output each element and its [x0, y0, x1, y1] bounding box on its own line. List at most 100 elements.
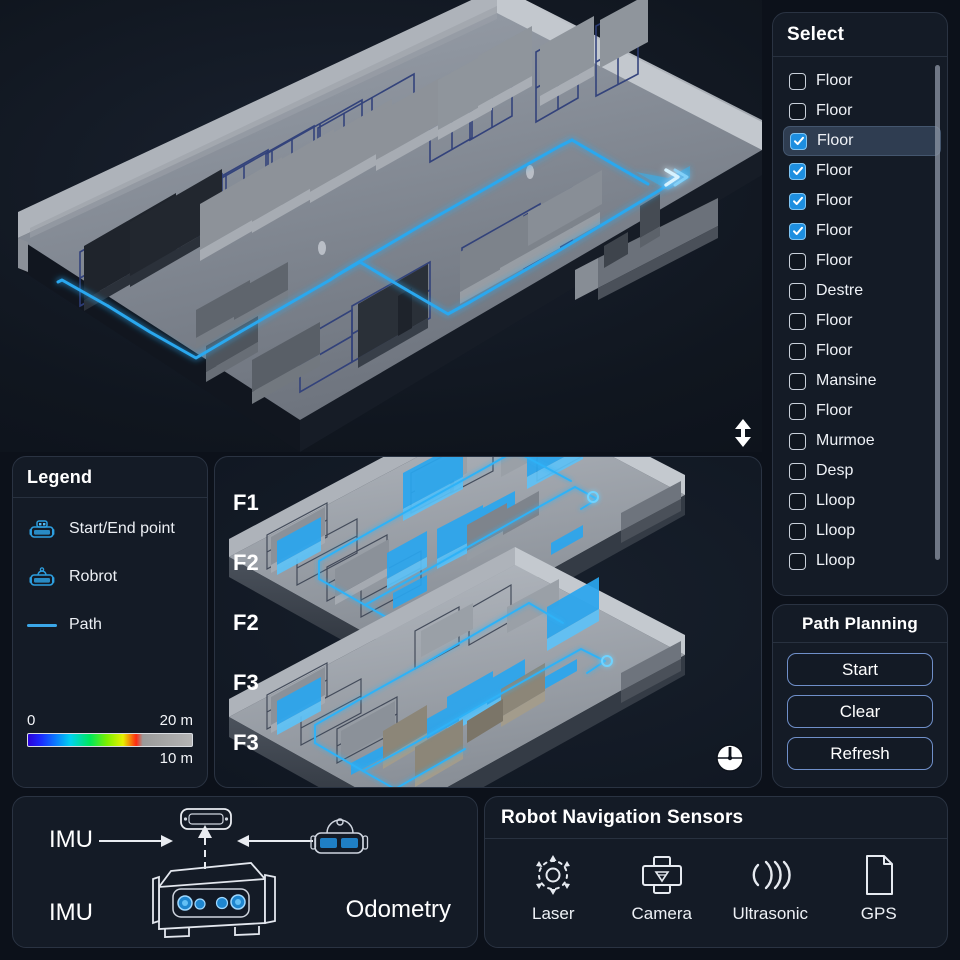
- select-item-label: Floor: [816, 102, 853, 119]
- legend-label: Robrot: [69, 568, 118, 585]
- path-planning-title: Path Planning: [773, 605, 947, 643]
- floor-label: F2: [233, 550, 259, 575]
- scale-mid-label: 10 m: [159, 750, 193, 767]
- checkbox-icon[interactable]: [789, 282, 806, 300]
- sensor-label: Ultrasonic: [732, 904, 809, 923]
- checkbox-icon[interactable]: [789, 522, 806, 540]
- warehouse-3d-view[interactable]: [0, 0, 762, 452]
- imu-label-top: IMU: [49, 826, 93, 853]
- floor-label: F2: [233, 610, 259, 635]
- select-item-label: Floor: [817, 132, 854, 149]
- floor-label: F3: [233, 730, 259, 755]
- checkbox-checked-icon[interactable]: [789, 222, 806, 240]
- checkbox-icon[interactable]: [789, 492, 806, 510]
- select-item[interactable]: Floor: [783, 306, 941, 336]
- select-item[interactable]: Lloop: [783, 546, 941, 576]
- vr-sensor-icon: [310, 818, 369, 854]
- sensor-ultrasonic[interactable]: Ultrasonic: [718, 851, 822, 924]
- checkbox-checked-icon[interactable]: [789, 192, 806, 210]
- checkbox-icon[interactable]: [789, 252, 806, 270]
- select-item[interactable]: Floor: [783, 246, 941, 276]
- legend-row-robot: Robrot: [27, 560, 193, 594]
- select-item[interactable]: Mansine: [783, 366, 941, 396]
- scale-bar: 0 20 m 10 m: [27, 712, 193, 767]
- sensor-label: GPS: [860, 904, 897, 923]
- sensor-laser[interactable]: Laser: [501, 851, 605, 924]
- select-item-label: Floor: [816, 72, 853, 89]
- odometry-label: Odometry: [345, 896, 451, 923]
- select-item[interactable]: Desp: [783, 456, 941, 486]
- imu-diagram: [99, 808, 369, 938]
- checkbox-icon[interactable]: [789, 102, 806, 120]
- select-item-label: Lloop: [816, 552, 856, 569]
- select-scrollbar[interactable]: [934, 65, 941, 581]
- select-item[interactable]: Floor: [783, 336, 941, 366]
- sensor-camera[interactable]: Camera: [610, 851, 714, 924]
- checkbox-icon[interactable]: [789, 342, 806, 360]
- floors-render: [229, 457, 685, 787]
- compass-icon[interactable]: [715, 743, 745, 773]
- robot-icon: [27, 565, 57, 589]
- checkbox-icon[interactable]: [789, 462, 806, 480]
- select-item[interactable]: Floor: [783, 186, 941, 216]
- warehouse-render: [18, 0, 762, 452]
- floors-3d-view[interactable]: F1 F2 F2 F3 F3: [214, 456, 762, 788]
- sensor-label: Laser: [531, 904, 575, 923]
- select-item-label: Desp: [816, 462, 854, 479]
- sensors-panel-title: Robot Navigation Sensors: [485, 797, 947, 839]
- select-item[interactable]: Floor: [783, 396, 941, 426]
- select-item-label: Floor: [816, 192, 853, 209]
- start-button[interactable]: Start: [787, 653, 933, 686]
- scale-max-label: 20 m: [159, 712, 193, 729]
- scale-gradient: [27, 733, 193, 747]
- scrollbar-thumb[interactable]: [935, 65, 940, 561]
- legend-panel: Legend Start/End point: [12, 456, 208, 788]
- checkbox-icon[interactable]: [789, 432, 806, 450]
- select-item-label: Floor: [816, 222, 853, 239]
- laser-scan-icon: [531, 851, 575, 897]
- select-item[interactable]: Murmoe: [783, 426, 941, 456]
- checkbox-icon[interactable]: [789, 552, 806, 570]
- scale-min-label: 0: [27, 712, 36, 729]
- select-item-label: Floor: [816, 312, 853, 329]
- select-item-label: Floor: [816, 402, 853, 419]
- legend-body: Start/End point Robrot: [13, 498, 207, 781]
- select-item-label: Lloop: [816, 522, 856, 539]
- select-item[interactable]: Destre: [783, 276, 941, 306]
- clear-button[interactable]: Clear: [787, 695, 933, 728]
- select-item-label: Floor: [816, 162, 853, 179]
- select-item[interactable]: Lloop: [783, 486, 941, 516]
- select-item-label: Destre: [816, 282, 864, 299]
- imu-odometry-panel: IMU IMU Odometry: [12, 796, 478, 948]
- select-item[interactable]: Floor: [783, 126, 941, 156]
- select-item-label: Murmoe: [816, 432, 875, 449]
- checkbox-icon[interactable]: [789, 72, 806, 90]
- path-line-icon: [27, 613, 57, 637]
- robot-navigation-sensors-panel: Robot Navigation Sensors: [484, 796, 948, 948]
- select-item[interactable]: Floor: [783, 66, 941, 96]
- robot-start-icon: [27, 517, 57, 541]
- select-item[interactable]: Floor: [783, 96, 941, 126]
- checkbox-icon[interactable]: [789, 372, 806, 390]
- checkbox-checked-icon[interactable]: [790, 132, 807, 150]
- select-item-label: Floor: [816, 342, 853, 359]
- legend-label: Start/End point: [69, 520, 175, 537]
- resize-vertical-icon[interactable]: [728, 416, 758, 450]
- ultrasonic-waves-icon: [747, 851, 793, 897]
- sensor-gps[interactable]: GPS: [827, 851, 931, 924]
- checkbox-icon[interactable]: [789, 312, 806, 330]
- select-item[interactable]: Floor: [783, 156, 941, 186]
- select-item[interactable]: Lloop: [783, 516, 941, 546]
- robot-body-icon: [152, 862, 276, 938]
- checkbox-icon[interactable]: [789, 402, 806, 420]
- select-item[interactable]: Floor: [783, 216, 941, 246]
- refresh-button[interactable]: Refresh: [787, 737, 933, 770]
- camera-icon: [639, 851, 685, 897]
- legend-row-start-end: Start/End point: [27, 512, 193, 546]
- checkbox-checked-icon[interactable]: [789, 162, 806, 180]
- path-planning-panel: Path Planning Start Clear Refresh: [772, 604, 948, 788]
- legend-row-path: Path: [27, 608, 193, 642]
